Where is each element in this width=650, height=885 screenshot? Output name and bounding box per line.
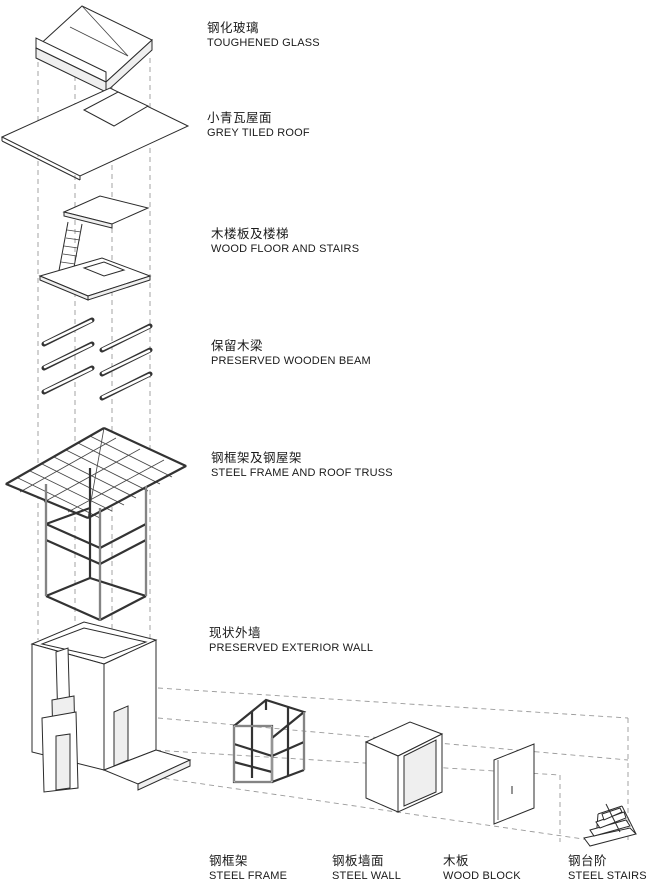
preserved-wooden-beam-layer xyxy=(41,317,153,401)
preserved-exterior-wall-layer xyxy=(30,621,192,793)
label-en: PRESERVED WOODEN BEAM xyxy=(211,354,371,367)
steel-stairs-component xyxy=(583,803,637,847)
label-steel-wall: 钢板墙面 STEEL WALL xyxy=(332,853,402,882)
label-en: STEEL STAIRS xyxy=(568,869,647,882)
grey-tiled-roof-layer xyxy=(0,87,190,181)
wood-block-component xyxy=(493,743,535,825)
label-zh: 小青瓦屋面 xyxy=(207,110,273,125)
steel-frame-roof-truss-layer xyxy=(4,427,188,622)
label-en: STEEL WALL xyxy=(332,869,402,882)
label-zh: 钢板墙面 xyxy=(332,853,385,868)
label-steel-frame-roof-truss: 钢框架及钢屋架 STEEL FRAME AND ROOF TRUSS xyxy=(211,450,393,479)
label-en: PRESERVED EXTERIOR WALL xyxy=(209,641,374,654)
label-zh: 保留木梁 xyxy=(211,338,264,353)
label-preserved-wooden-beam: 保留木梁 PRESERVED WOODEN BEAM xyxy=(211,338,371,367)
label-zh: 钢框架及钢屋架 xyxy=(211,450,303,465)
label-toughened-glass: 钢化玻璃 TOUGHENED GLASS xyxy=(207,20,320,49)
toughened-glass-layer xyxy=(35,5,153,94)
label-zh: 木板 xyxy=(443,853,470,868)
label-zh: 钢台阶 xyxy=(568,853,608,868)
label-steel-stairs: 钢台阶 STEEL STAIRS xyxy=(568,853,647,882)
label-steel-frame: 钢框架 STEEL FRAME xyxy=(209,853,288,882)
label-en: WOOD FLOOR AND STAIRS xyxy=(211,242,360,255)
label-grey-tiled-roof: 小青瓦屋面 GREY TILED ROOF xyxy=(207,110,310,139)
label-en: STEEL FRAME xyxy=(209,869,288,882)
label-en: WOOD BLOCK xyxy=(443,869,521,882)
label-zh: 现状外墙 xyxy=(209,625,262,640)
steel-frame-component xyxy=(232,698,307,784)
label-zh: 钢框架 xyxy=(209,853,249,868)
label-wood-floor-stairs: 木楼板及楼梯 WOOD FLOOR AND STAIRS xyxy=(211,226,360,255)
label-zh: 钢化玻璃 xyxy=(207,20,260,35)
label-wood-block: 木板 WOOD BLOCK xyxy=(443,853,521,882)
label-preserved-exterior-wall: 现状外墙 PRESERVED EXTERIOR WALL xyxy=(209,625,374,654)
steel-wall-component xyxy=(364,721,444,813)
wood-floor-stairs-layer xyxy=(38,195,152,301)
label-en: GREY TILED ROOF xyxy=(207,126,310,139)
label-zh: 木楼板及楼梯 xyxy=(211,226,290,241)
label-en: STEEL FRAME AND ROOF TRUSS xyxy=(211,466,393,479)
label-en: TOUGHENED GLASS xyxy=(207,36,320,49)
